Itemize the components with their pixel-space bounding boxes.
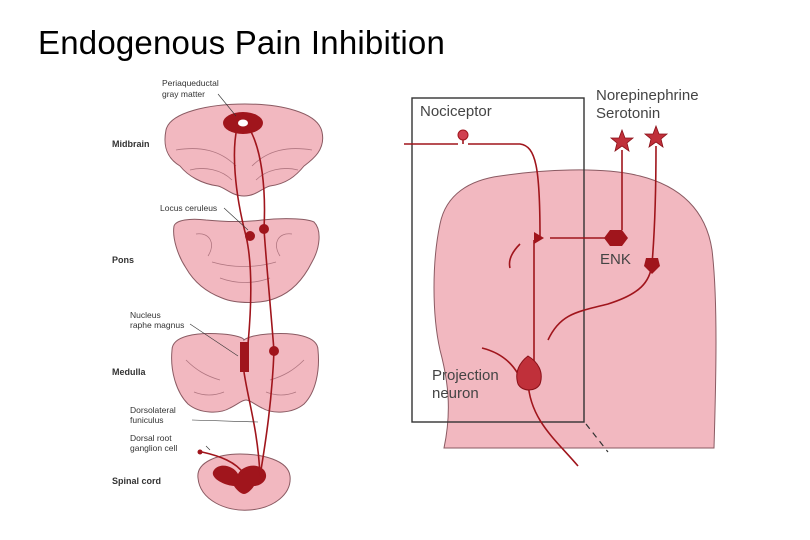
label-dlf-line2: funiculus — [130, 415, 164, 425]
level-label-spinal-cord: Spinal cord — [112, 476, 161, 486]
dorsal-root-ganglion-cell — [198, 450, 203, 455]
label-dlf-line1: Dorsolateral — [130, 405, 176, 415]
level-label-pons: Pons — [112, 255, 134, 265]
norepinephrine-neuron — [611, 130, 633, 151]
label-pag-line1: Periaqueductal — [162, 78, 219, 88]
serotonin-neuron — [645, 126, 667, 147]
label-enk: ENK — [600, 251, 631, 268]
right-panel: Nociceptor Norepinephrine Serotonin ENK … — [404, 87, 716, 466]
medulla-section — [172, 334, 319, 413]
spinal-cord-section — [198, 454, 290, 510]
label-raphe-line2: raphe magnus — [130, 320, 184, 330]
nociceptor-soma — [458, 130, 468, 140]
label-raphe-line1: Nucleus — [130, 310, 161, 320]
label-drg-line2: ganglion cell — [130, 443, 177, 453]
label-neuron: neuron — [432, 385, 479, 402]
label-nociceptor: Nociceptor — [420, 103, 492, 120]
level-label-medulla: Medulla — [112, 367, 146, 377]
left-panel: Midbrain Pons Medulla Spinal cord Periaq… — [112, 78, 323, 510]
dorsal-horn-tissue — [434, 170, 716, 448]
label-serotonin: Serotonin — [596, 105, 660, 122]
label-norepinephrine: Norepinephrine — [596, 87, 699, 104]
pons-section — [174, 219, 319, 303]
nucleus-raphe-magnus — [240, 342, 249, 372]
label-locus-ceruleus: Locus ceruleus — [160, 203, 217, 213]
pons-tissue — [174, 219, 319, 303]
label-drg-line1: Dorsal root — [130, 433, 172, 443]
label-projection: Projection — [432, 367, 499, 384]
level-label-midbrain: Midbrain — [112, 139, 150, 149]
label-pag-line2: gray matter — [162, 89, 205, 99]
midbrain-section — [165, 104, 323, 196]
